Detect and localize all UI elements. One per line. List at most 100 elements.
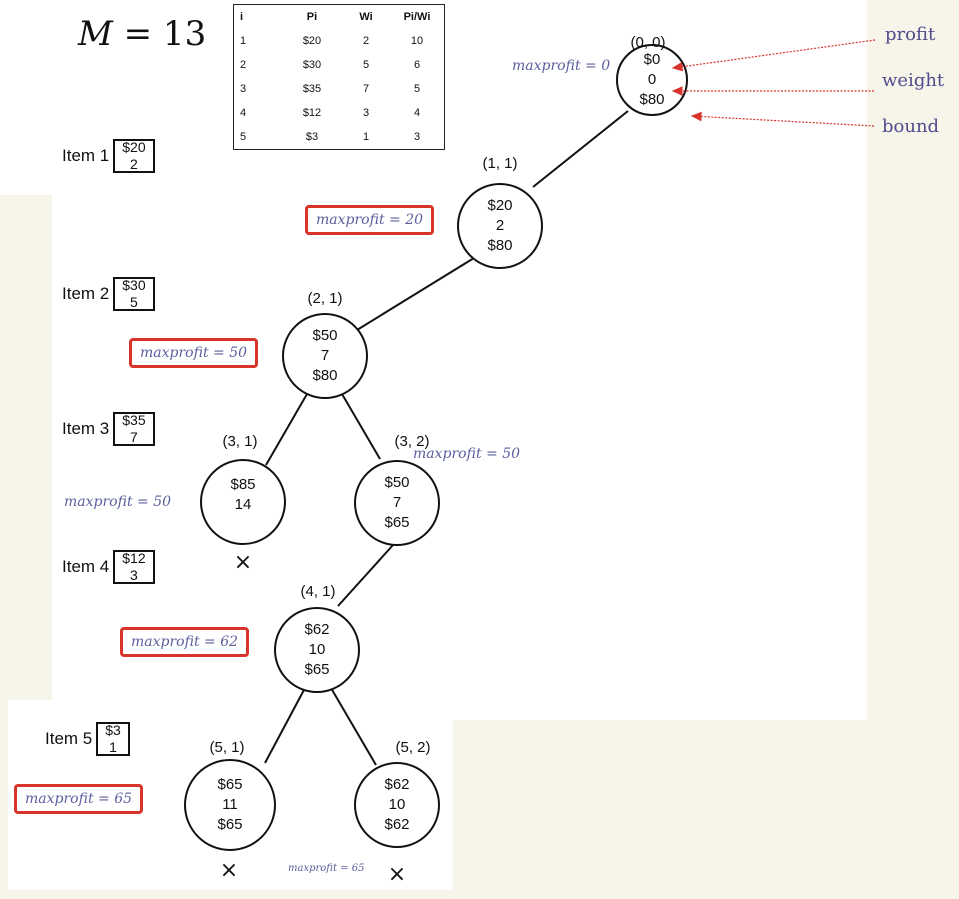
table-row: 4 $12 3 4	[234, 101, 445, 125]
item-3-weight: 7	[130, 429, 138, 445]
item-2-vector: $30 5	[113, 277, 155, 311]
table-cell: 1	[240, 35, 247, 47]
pruned-mark-5-2: ×	[387, 862, 407, 887]
node-1-1-values: $20 2 $80	[487, 196, 512, 256]
node-profit: $62	[304, 621, 330, 638]
table-cell: $20	[302, 35, 322, 47]
maxprofit-node-0-0: maxprofit = 0	[512, 58, 611, 74]
node-3-1-values: $85 14	[230, 475, 255, 515]
node-profit: $62	[384, 776, 410, 793]
node-3-1-id: (3, 1)	[222, 433, 258, 450]
node-weight: 2	[495, 217, 505, 234]
node-bound: $62	[384, 816, 410, 833]
node-3-2-circle	[354, 460, 440, 546]
item-3-name: Item 3	[62, 419, 110, 438]
node-4-1-id: (4, 1)	[300, 583, 336, 600]
table-cell: 3	[362, 107, 370, 119]
node-5-2-circle	[354, 762, 440, 848]
legend-bound: bound	[882, 116, 940, 137]
header-ratio: Pi/Wi	[403, 11, 431, 23]
item-5-weight: 1	[109, 739, 117, 755]
node-profit: $0	[643, 51, 661, 68]
item-1-weight: 2	[130, 156, 138, 172]
item-4-name: Item 4	[62, 557, 110, 576]
item-1-vector: $20 2	[113, 139, 155, 173]
header-pi: Pi	[306, 11, 318, 23]
edge-21-31	[265, 393, 308, 466]
table-cell: 5	[413, 83, 421, 95]
node-5-1-id: (5, 1)	[209, 739, 245, 756]
node-5-1-circle	[184, 759, 276, 851]
node-3-2-values: $50 7 $65	[384, 473, 409, 533]
node-5-2-values: $62 10 $62	[384, 775, 409, 835]
table-row: 3 $35 7 5	[234, 77, 445, 101]
node-weight: 11	[222, 796, 238, 813]
node-4-1-values: $62 10 $65	[304, 620, 329, 680]
edge-32-41	[337, 544, 394, 607]
node-weight: 7	[320, 347, 330, 364]
node-bound: $80	[639, 91, 665, 108]
table-cell: 5	[240, 131, 247, 143]
legend-weight: weight	[882, 70, 945, 91]
node-bound: $65	[304, 661, 330, 678]
header-wi: Wi	[359, 11, 373, 23]
node-weight: 7	[392, 494, 402, 511]
item-3-label: Item 3 $35 7	[62, 412, 155, 446]
table-row: 5 $3 1 3	[234, 125, 445, 150]
node-bound: $65	[217, 816, 243, 833]
item-2-label: Item 2 $30 5	[62, 277, 155, 311]
maxprofit-node-3-1: maxprofit = 50	[64, 494, 172, 510]
table-row: 1 $20 2 10	[234, 29, 445, 53]
node-5-2-id: (5, 2)	[395, 739, 431, 756]
node-weight: 10	[308, 641, 326, 658]
capacity-variable: M	[78, 14, 113, 54]
node-2-1-id: (2, 1)	[307, 290, 343, 307]
maxprofit-node-5-1: maxprofit = 65	[14, 784, 144, 814]
table-cell: 1	[362, 131, 370, 143]
item-5-name: Item 5	[45, 729, 93, 748]
table-cell: $3	[305, 131, 319, 143]
node-bound: $80	[487, 237, 513, 254]
pruned-mark-3-1: ×	[233, 550, 253, 575]
node-2-1-values: $50 7 $80	[312, 326, 337, 386]
node-profit: $20	[487, 197, 513, 214]
header-background-panel	[0, 0, 238, 195]
table-row: 2 $30 5 6	[234, 53, 445, 77]
table-cell: 5	[362, 59, 370, 71]
node-1-1-circle	[457, 183, 543, 269]
item-5-profit: $3	[105, 722, 121, 738]
node-1-1-id: (1, 1)	[482, 155, 518, 172]
table-cell: 6	[413, 59, 421, 71]
header-i: i	[240, 11, 244, 23]
item-5-label: Item 5 $3 1	[45, 722, 130, 756]
item-2-weight: 5	[130, 294, 138, 310]
node-weight: 10	[388, 796, 406, 813]
node-2-1-circle	[282, 313, 368, 399]
item-1-profit: $20	[122, 139, 146, 155]
item-1-label: Item 1 $20 2	[62, 139, 155, 173]
node-profit: $50	[312, 327, 338, 344]
maxprofit-node-1-1: maxprofit = 20	[305, 205, 435, 235]
table-cell: $30	[302, 59, 322, 71]
table-cell: 3	[240, 83, 247, 95]
capacity-label: M = 13	[78, 14, 206, 54]
edge-41-52	[330, 687, 377, 766]
item-4-vector: $12 3	[113, 550, 155, 584]
node-profit: $50	[384, 474, 410, 491]
item-3-vector: $35 7	[113, 412, 155, 446]
item-2-name: Item 2	[62, 284, 110, 303]
table-cell: $35	[302, 83, 322, 95]
capacity-value: = 13	[123, 14, 207, 54]
node-bound: $80	[312, 367, 338, 384]
items-table: i Pi Wi Pi/Wi 1 $20 2 10 2 $30 5 6 3 $35…	[233, 4, 445, 150]
item-5-vector: $3 1	[96, 722, 130, 756]
node-3-1-circle	[200, 459, 286, 545]
pruned-mark-5-1: ×	[219, 858, 239, 883]
legend-profit: profit	[885, 24, 936, 45]
node-profit: $85	[230, 476, 256, 493]
edge-41-51	[264, 687, 306, 764]
maxprofit-node-5-2: maxprofit = 65	[288, 863, 365, 874]
item-4-weight: 3	[130, 567, 138, 583]
table-cell: 4	[413, 107, 421, 119]
